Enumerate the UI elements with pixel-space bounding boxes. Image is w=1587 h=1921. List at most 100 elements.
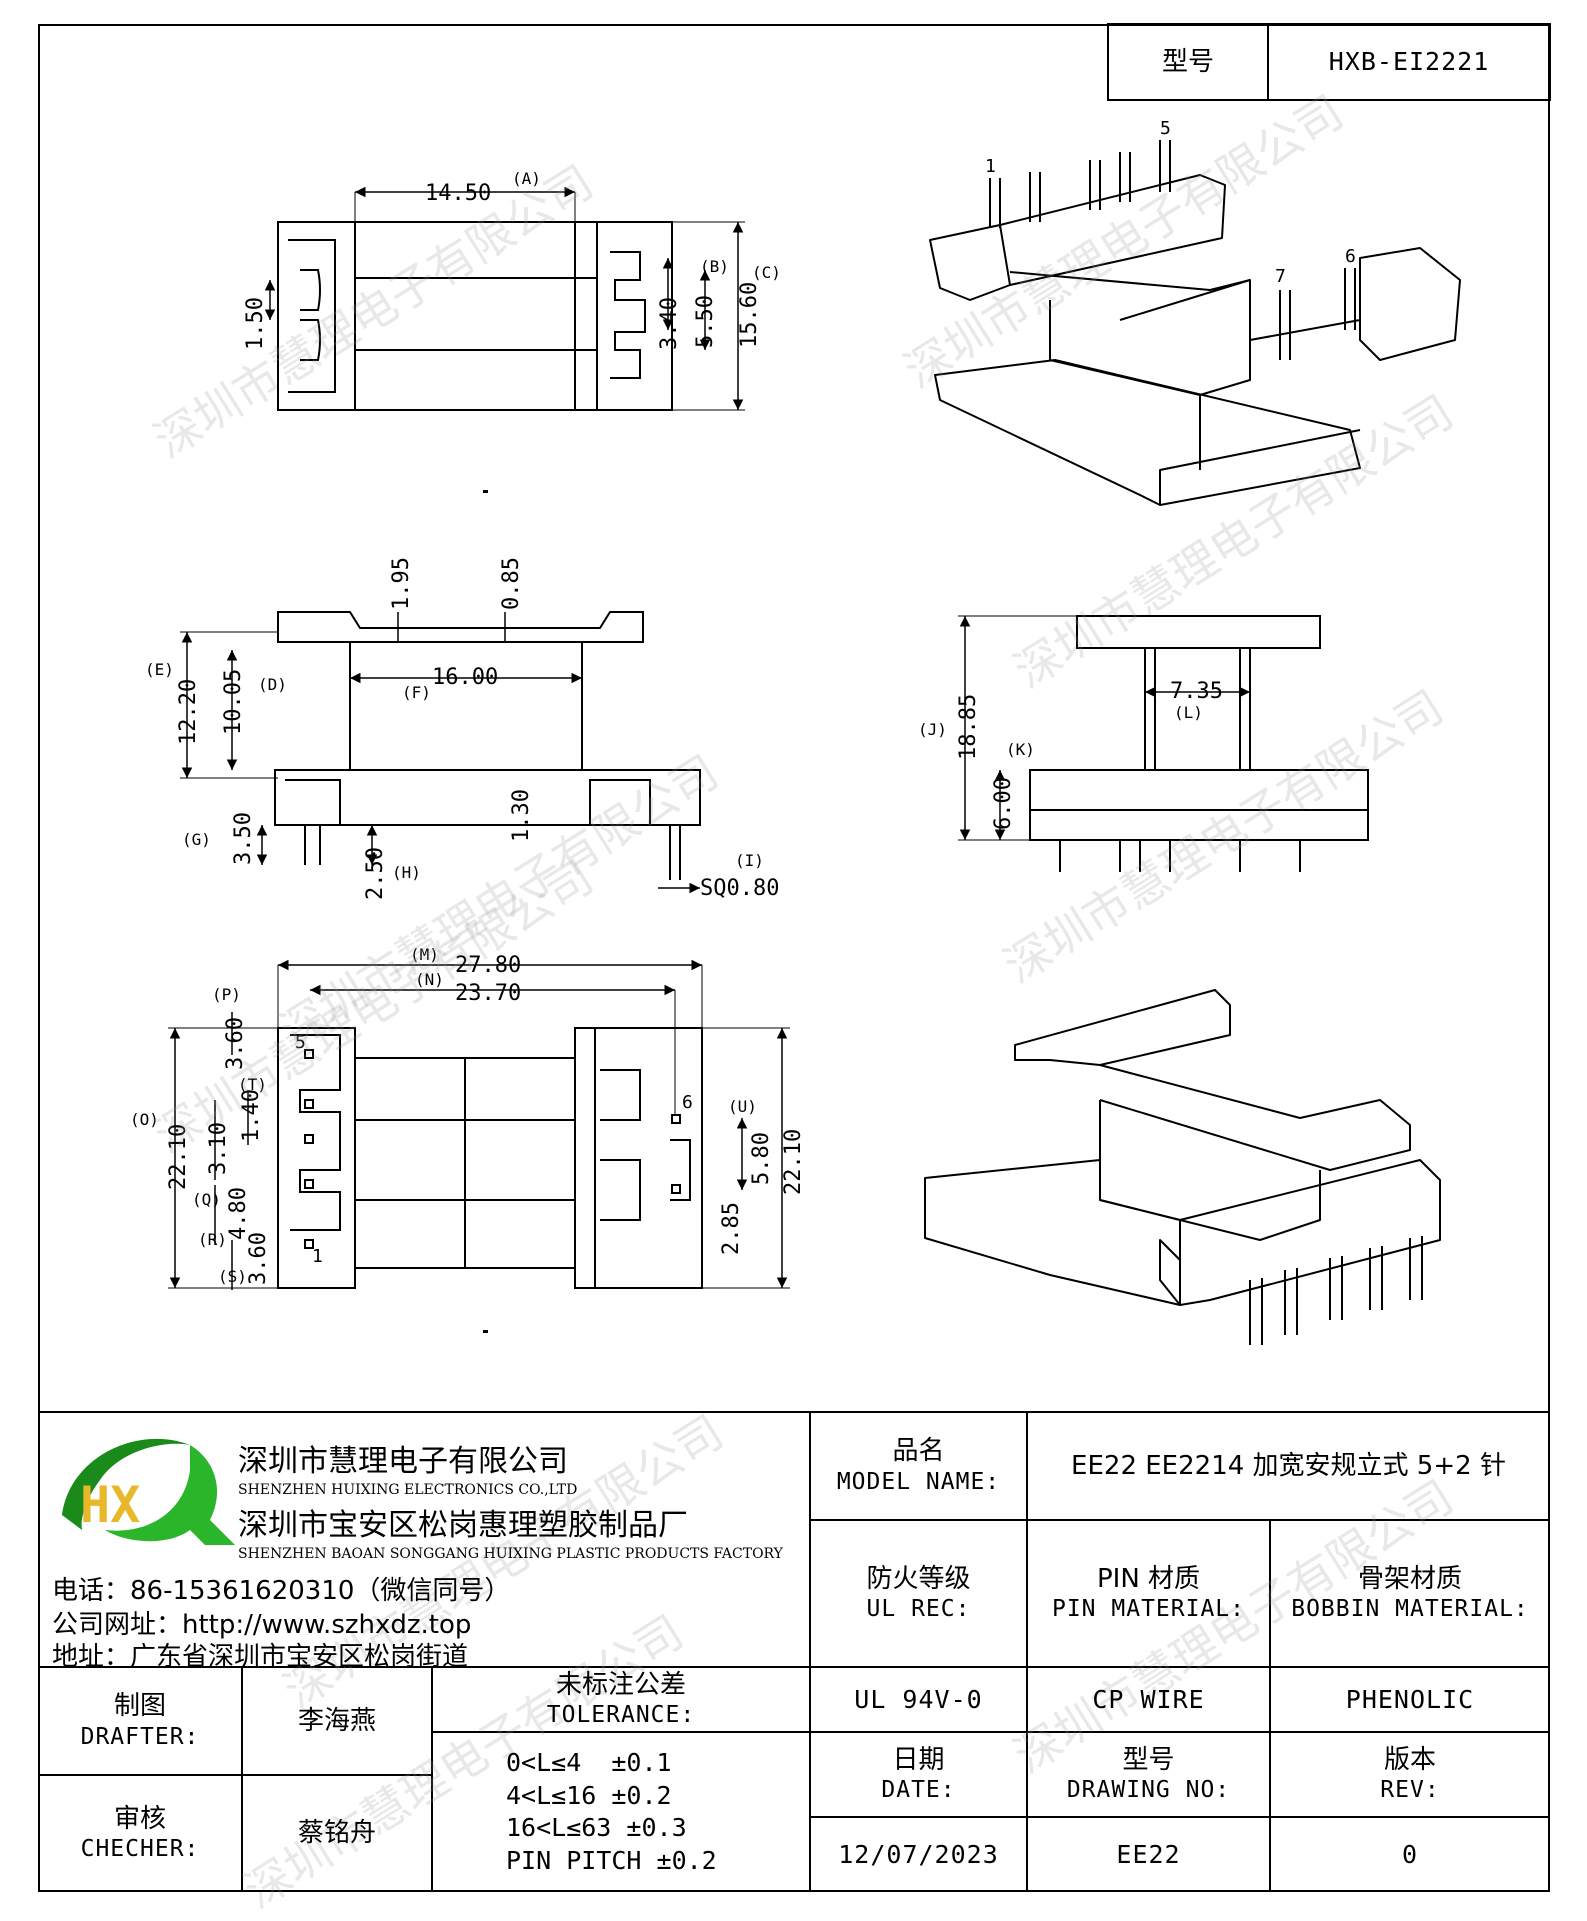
dim-k: 6.00 <box>991 777 1016 830</box>
dim-bottom-right: 22.10 <box>781 1129 806 1195</box>
dim-c-tag: (C) <box>752 263 781 282</box>
dim-e-tag: (E) <box>145 660 174 679</box>
dim-j: 18.85 <box>956 694 981 760</box>
iso-pin-1: 1 <box>985 156 996 177</box>
dim-u: 5.80 <box>749 1132 774 1185</box>
dim-i: SQ0.80 <box>700 876 779 901</box>
checker-value: 蔡铭舟 <box>297 1818 376 1849</box>
rev-cn: 版本 <box>1383 1744 1436 1775</box>
tolerance-line: PIN PITCH ±0.2 <box>506 1845 717 1875</box>
dim-r-tag: (R) <box>198 1230 227 1249</box>
dim-g-tag: (G) <box>182 830 211 849</box>
dim-t: 1.40 <box>239 1089 264 1142</box>
dim-n: 23.70 <box>455 981 521 1006</box>
dim-i-tag: (I) <box>735 851 764 870</box>
model-name-cn: 品名 <box>892 1436 945 1467</box>
checker-cn: 审核 <box>113 1803 166 1834</box>
dim-m: 27.80 <box>455 953 521 978</box>
logo-text: HX <box>80 1476 140 1534</box>
iso-pin-6: 6 <box>1345 246 1356 267</box>
drafter-label: 制图 DRAFTER: <box>38 1667 242 1775</box>
dim-k-tag: (K) <box>1006 740 1035 759</box>
dim-l: 7.35 <box>1170 679 1223 704</box>
drafter-en: DRAFTER: <box>80 1723 200 1750</box>
company-logo: HX <box>62 1438 235 1545</box>
date-cn: 日期 <box>892 1744 945 1775</box>
company-name-en: SHENZHEN HUIXING ELECTRONICS CO.,LTD <box>238 1482 578 1498</box>
checker-en: CHECHER: <box>80 1836 200 1863</box>
rev-label: 版本 REV: <box>1270 1732 1550 1817</box>
drawing-no-cn: 型号 <box>1122 1744 1175 1775</box>
pin-material-en: PIN MATERIAL: <box>1051 1596 1245 1623</box>
dim-a: 14.50 <box>425 181 491 206</box>
dim-side-t1: 1.95 <box>389 557 414 610</box>
dim-side-t2: 0.85 <box>499 557 524 610</box>
tolerance-line: 16<L≤63 ±0.3 <box>506 1813 687 1842</box>
iso-view-top <box>929 140 1461 506</box>
dim-a-tag: (A) <box>512 169 541 188</box>
iso-pin-5: 5 <box>1160 118 1171 139</box>
dim-m-tag: (M) <box>410 945 439 964</box>
date-value: 12/07/2023 <box>838 1839 999 1869</box>
dim-p-tag: (P) <box>212 985 241 1004</box>
drawing-no-value: EE22 <box>1116 1839 1181 1869</box>
dim-d: 10.05 <box>221 669 246 735</box>
dim-n-tag: (N) <box>415 970 444 989</box>
dim-f-tag: (F) <box>402 683 431 702</box>
dim-c: 15.60 <box>737 282 762 348</box>
dim-s: 3.60 <box>246 1232 271 1285</box>
ul-rec-label: 防火等级 UL REC: <box>810 1520 1027 1667</box>
dim-q-tag: (Q) <box>192 1190 221 1209</box>
bobbin-material-label: 骨架材质 BOBBIN MATERIAL: <box>1270 1520 1550 1667</box>
top-view <box>264 186 745 411</box>
drafter-value: 李海燕 <box>297 1705 376 1736</box>
bobbin-material-cn: 骨架材质 <box>1357 1563 1462 1594</box>
pin-material-cn: PIN 材质 <box>1096 1563 1201 1594</box>
dim-b-tag: (B) <box>700 257 729 276</box>
dim-o-tag: (O) <box>130 1110 159 1129</box>
dim-bottom-low: 2.85 <box>719 1202 744 1255</box>
dim-side-mid: 1.30 <box>509 789 534 842</box>
tolerance-cn: 未标注公差 <box>555 1669 686 1700</box>
drawing-no-label: 型号 DRAWING NO: <box>1027 1732 1270 1817</box>
dim-top-left: 1.50 <box>243 297 268 350</box>
bobbin-material-en: BOBBIN MATERIAL: <box>1291 1596 1529 1623</box>
tolerance-label: 未标注公差 TOLERANCE: <box>432 1667 810 1732</box>
pin-label-6: 6 <box>682 1092 693 1113</box>
dim-f: 16.00 <box>432 665 498 690</box>
iso-pin-7: 7 <box>1275 266 1286 287</box>
bottom-view <box>168 959 790 1290</box>
dim-b: 3.40 <box>657 297 682 350</box>
company-phone: 电话：86-15361620310（微信同号） <box>52 1576 511 1606</box>
title-block-grid <box>38 1411 1550 1892</box>
rev-value: 0 <box>1401 1839 1419 1869</box>
side-view <box>180 611 701 894</box>
pin-label-1: 1 <box>312 1246 323 1267</box>
front-view <box>958 615 1369 872</box>
dim-b2: 5.50 <box>693 295 718 348</box>
company-address: 地址：广东省深圳市宝安区松岗街道 <box>52 1642 469 1672</box>
dim-s-tag: (S) <box>218 1267 247 1286</box>
dim-q: 3.10 <box>206 1122 231 1175</box>
center-mark <box>483 1330 488 1333</box>
dim-e: 12.20 <box>176 679 201 745</box>
model-name-en: MODEL NAME: <box>836 1468 1001 1495</box>
bobbin-material-value: PHENOLIC <box>1345 1684 1475 1714</box>
header-model-label: 型号 <box>1161 46 1214 77</box>
dim-t-tag: (T) <box>238 1075 267 1094</box>
dim-j-tag: (J) <box>918 720 947 739</box>
ul-rec-en: UL REC: <box>866 1596 971 1623</box>
dim-g: 3.50 <box>231 812 256 865</box>
company-website: 公司网址：http://www.szhxdz.top <box>52 1610 472 1640</box>
pin-material-label: PIN 材质 PIN MATERIAL: <box>1027 1520 1270 1667</box>
tolerance-line: 0<L≤4 ±0.1 <box>506 1748 672 1777</box>
header-box <box>1107 23 1551 101</box>
factory-name-en: SHENZHEN BAOAN SONGGANG HUIXING PLASTIC … <box>238 1546 783 1562</box>
dim-o: 22.10 <box>166 1124 191 1190</box>
pin-label-5: 5 <box>295 1032 306 1053</box>
tolerance-en: TOLERANCE: <box>546 1702 696 1729</box>
tolerance-line: 4<L≤16 ±0.2 <box>506 1780 672 1810</box>
dim-u-tag: (U) <box>728 1097 757 1116</box>
factory-name-cn: 深圳市宝安区松岗惠理塑胶制品厂 <box>238 1508 688 1543</box>
